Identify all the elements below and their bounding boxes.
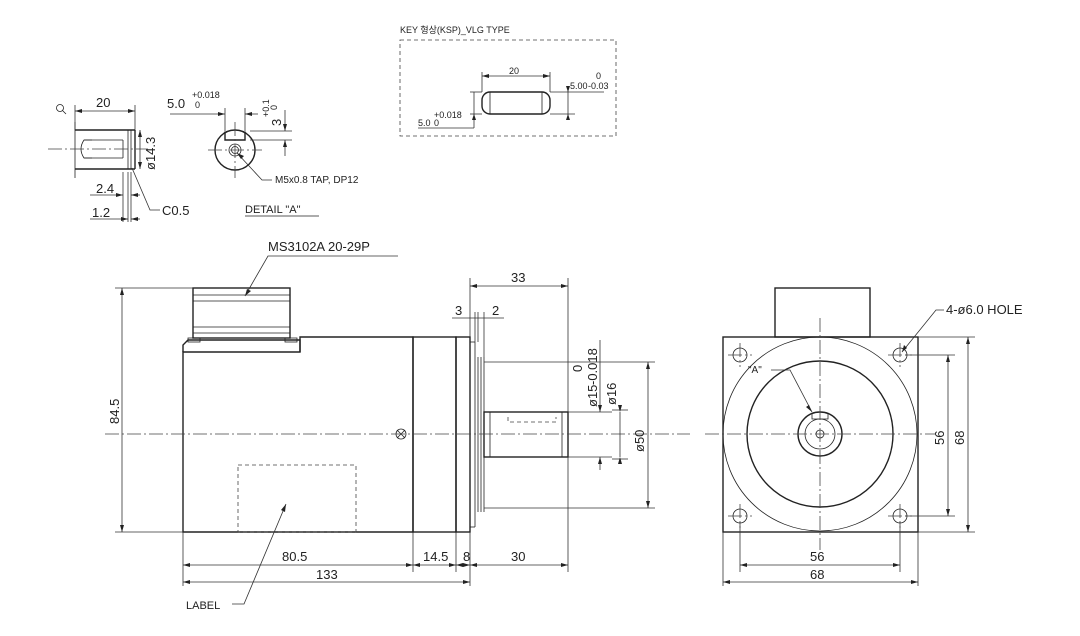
detail-length-label: 20	[96, 95, 110, 110]
detail-2-4-label: 2.4	[96, 181, 114, 196]
keyway-depth-tol-lo: 0	[269, 105, 279, 110]
key-length-label: 20	[509, 66, 519, 76]
shaft-dia-tol-lo: -0.018	[585, 348, 600, 385]
len-8-label: 8	[463, 549, 470, 564]
height-label: 84.5	[107, 399, 122, 424]
keyway-width-label: 5.0	[167, 96, 185, 111]
key-width-label: 5.0	[418, 118, 431, 128]
front-view: 4-ø6.0 HOLE "A" 56 68 56 68	[705, 287, 1023, 586]
pitch-v-label: 56	[932, 431, 947, 445]
keyway-width-tol-lo: 0	[195, 100, 200, 110]
chamfer-label: C0.5	[162, 203, 189, 218]
key-drawing	[481, 91, 551, 115]
dia-50-label: ø50	[632, 430, 647, 452]
keyway-depth-tol-up: +0.1	[261, 99, 271, 117]
dim-3-label: 3	[455, 303, 462, 318]
label-area	[237, 464, 357, 533]
key-detail-box: KEY 형상(KSP)_VLG TYPE 20 5.00 0 -0.03 5.0…	[399, 25, 617, 137]
key-height-tol-up: 0	[596, 71, 601, 81]
flange-drawing	[705, 287, 935, 550]
size-h-label: 68	[810, 567, 824, 582]
pitch-h-label: 56	[810, 549, 824, 564]
shaft-drawing	[483, 411, 569, 458]
holes-label: 4-ø6.0 HOLE	[946, 302, 1023, 317]
shaft-face-drawing	[208, 122, 262, 178]
ref-a-label: "A"	[748, 365, 762, 376]
len-14-5-label: 14.5	[423, 549, 448, 564]
label-leader-text: LABEL	[186, 600, 220, 612]
total-length-label: 133	[316, 567, 338, 582]
detail-a-view: 20 ø14.3 2.4 1.2 C0.5	[48, 90, 359, 222]
len-80-5-label: 80.5	[282, 549, 307, 564]
keyway-depth-label: 3	[269, 119, 284, 126]
key-width-tol-lo: 0	[434, 118, 439, 128]
len-30-label: 30	[511, 549, 525, 564]
shaft-end-drawing	[48, 122, 148, 178]
key-title: KEY 형상(KSP)_VLG TYPE	[400, 25, 510, 35]
tap-label: M5x0.8 TAP, DP12	[275, 175, 359, 186]
side-view: MS3102A 20-29P 84.5 33 3 2 ø15 -0.018 0	[105, 239, 690, 612]
connector-drawing	[182, 287, 301, 352]
shaft-length-label: 33	[511, 270, 525, 285]
size-v-label: 68	[952, 431, 967, 445]
key-height-label: 5.00	[570, 81, 588, 91]
motor-body-drawing	[182, 336, 485, 533]
detail-1-2-label: 1.2	[92, 205, 110, 220]
detail-diameter-label: ø14.3	[143, 137, 158, 170]
shaft-dia-label: ø15	[585, 385, 600, 407]
key-height-tol-lo: -0.03	[588, 81, 609, 91]
dia-16-label: ø16	[604, 383, 619, 405]
magnifier-icon	[56, 104, 67, 115]
dim-2-label: 2	[492, 303, 499, 318]
key-width-tol-up: +0.018	[434, 110, 462, 120]
connector-label: MS3102A 20-29P	[268, 239, 370, 254]
detail-title: DETAIL "A"	[245, 204, 301, 216]
keyway-width-tol-up: +0.018	[192, 90, 220, 100]
shaft-dia-tol-up: 0	[570, 365, 585, 372]
